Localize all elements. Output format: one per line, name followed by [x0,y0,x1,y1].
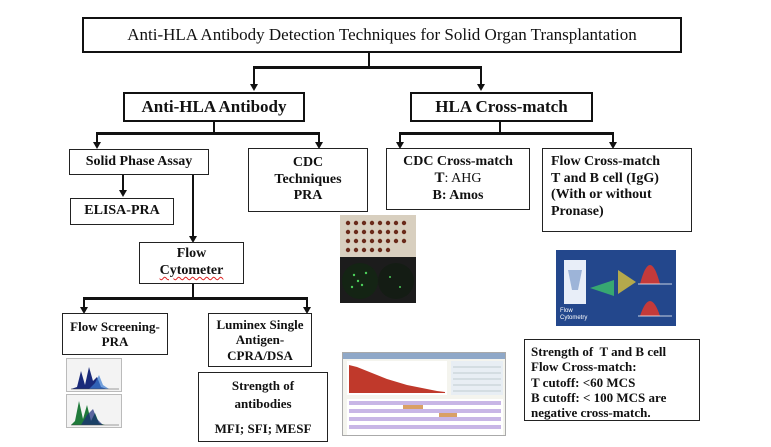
solid-phase-assay-label: Solid Phase Assay [85,153,193,169]
flow-cytometer-line1: Flow [176,246,207,262]
flow-crossmatch-line2: T and B cell (IgG) [551,170,659,186]
cdc-crossmatch-b: B: Amos [432,187,484,203]
arrow-to-luminex [303,307,311,314]
luminex-line1: Luminex Single [216,317,304,332]
crossmatch-cutoff-box: Strength of T and B cell Flow Cross-matc… [524,339,700,421]
connector-to-antibody [253,66,255,86]
connector-title-bar [253,66,482,69]
cutoff-line1: Strength of T and B cell [531,344,667,359]
flow-screening-line1: Flow Screening- [70,318,160,334]
cdc-crossmatch-box: CDC Cross-match T: AHG B: Amos [386,148,530,210]
connector-to-flow-cm [612,132,614,144]
strength-antibodies-line1: Strength of [231,378,295,393]
flow-cytometry-diagram-image: Flow Cytometry [556,250,676,326]
connector-antibody-bar [96,132,320,135]
arrow-to-crossmatch [477,84,485,91]
arrow-to-flow-cytometer [189,236,197,243]
anti-hla-antibody-label: Anti-HLA Antibody [141,96,287,116]
cutoff-line4: B cutoff: < 100 MCS are [531,389,667,405]
elisa-pra-box: ELISA-PRA [70,198,174,225]
connector-to-cdc [318,132,320,144]
cdc-techniques-line3: PRA [293,188,323,204]
cdc-crossmatch-t-label: T [434,170,445,187]
luminex-single-antigen-box: Luminex Single Antigen- CPRA/DSA [208,313,312,367]
cdc-crossmatch-t-value: : AHG [444,171,482,187]
connector-to-flow-screening [83,297,85,309]
connector-to-crossmatch [480,66,482,86]
anti-hla-antibody-box: Anti-HLA Antibody [123,92,305,122]
flow-screening-pra-box: Flow Screening- PRA [62,313,168,355]
strength-antibodies-line3: MFI; SFI; MESF [214,420,312,436]
elisa-pra-label: ELISA-PRA [84,203,160,219]
arrow-to-flow-screening [80,307,88,314]
flow-crossmatch-line1: Flow Cross-match [551,154,661,169]
luminex-results-image [342,352,506,436]
flow-crossmatch-box: Flow Cross-match T and B cell (IgG) (Wit… [542,148,692,232]
connector-to-solid-phase [96,132,98,144]
connector-crossmatch-bar [399,132,614,135]
arrow-to-flow-cm [609,142,617,149]
strength-antibodies-line2: antibodies [234,396,292,412]
cutoff-line3: T cutoff: <60 MCS [531,374,636,390]
arrow-to-solid-phase [93,142,101,149]
arrow-to-elisa [119,190,127,197]
connector-title-down [368,53,370,67]
connector-to-luminex [306,297,308,309]
cdc-techniques-line2: Techniques [274,171,342,187]
flow-crossmatch-line4: Pronase) [551,203,604,219]
connector-crossmatch-down [499,122,501,134]
arrow-to-antibody [250,84,258,91]
solid-phase-assay-box: Solid Phase Assay [69,149,209,175]
cdc-crossmatch-t: T: AHG [435,170,482,188]
diagram-title: Anti-HLA Antibody Detection Techniques f… [127,24,637,44]
cdc-techniques-box: CDC Techniques PRA [248,148,368,212]
flow-cytometry-diagram-label: Flow Cytometry [560,308,588,321]
flow-screening-line2: PRA [101,334,129,349]
flow-screening-histogram-bottom [66,394,122,428]
arrow-to-cdc [315,142,323,149]
connector-to-flow-cytometer [192,175,194,237]
connector-to-elisa [122,175,124,191]
luminex-line3: CPRA/DSA [227,347,293,363]
connector-antibody-down [213,122,215,134]
cdc-plate-image [340,215,416,303]
flow-cytometer-box: Flow Cytometer [139,242,244,284]
flow-crossmatch-line3: (With or without [551,187,652,203]
diagram-title-box: Anti-HLA Antibody Detection Techniques f… [82,17,682,53]
cutoff-line5: negative cross-match. [531,405,651,421]
hla-crossmatch-box: HLA Cross-match [410,92,593,122]
flow-screening-histogram-top [66,358,122,392]
hla-crossmatch-label: HLA Cross-match [435,96,568,116]
flow-cytometer-line2: Cytometer [159,263,224,278]
strength-antibodies-box: Strength of antibodies MFI; SFI; MESF [198,372,328,442]
cutoff-line2: Flow Cross-match: [531,359,637,375]
connector-flow-bar [83,297,308,300]
arrow-to-cdc-cm [396,142,404,149]
luminex-line2: Antigen- [235,332,285,348]
connector-to-cdc-cm [399,132,401,144]
connector-flow-cytometer-down [192,284,194,298]
cdc-techniques-line1: CDC [292,155,324,171]
cdc-crossmatch-title: CDC Cross-match [403,153,513,169]
